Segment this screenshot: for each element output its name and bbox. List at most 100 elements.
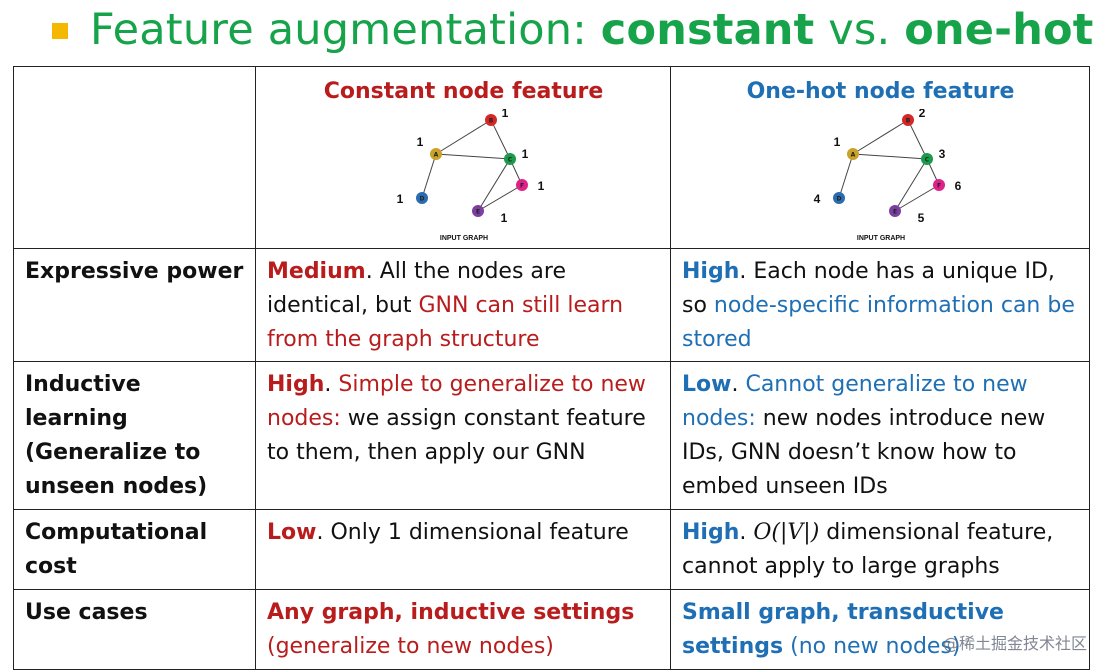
graph-edge (435, 119, 491, 155)
graph-node-letter: A (433, 152, 438, 159)
cell-text-segment: . (324, 372, 339, 397)
graph-node-letter: E (892, 209, 896, 216)
constant-cell: Medium. All the nodes are identical, but… (255, 248, 671, 362)
graph-edge (907, 119, 927, 160)
graph-edge (838, 153, 853, 199)
cell-text-segment: . Only 1 dimensional feature (316, 520, 629, 545)
graph-node (932, 179, 945, 191)
graph-node (415, 192, 428, 204)
graph-node-value-label: 5 (917, 211, 924, 225)
watermark: @稀土掘金技术社区 (942, 634, 1087, 653)
cell-text-segment: Small graph, transductive settings (682, 600, 1004, 659)
row-label: Inductive learning (Generalize to unseen… (13, 361, 256, 510)
bullet-square-icon (52, 23, 68, 39)
graph-node-value-label: 1 (833, 135, 840, 149)
graph-edge (490, 119, 510, 160)
empty-corner-cell (13, 66, 256, 249)
graph-node-letter: F (936, 183, 940, 190)
graph-node-letter: A (850, 152, 855, 159)
graph-node (920, 153, 933, 165)
graph-node (484, 114, 497, 126)
cell-text-segment: O(|V|) (753, 520, 820, 545)
graph-node (901, 114, 914, 126)
row-label: Expressive power (13, 248, 256, 362)
graph-node-letter: E (475, 209, 479, 216)
onehot-cell: Small graph, transductive settings (no n… (670, 589, 1090, 670)
cell-text-segment: (generalize to new nodes) (267, 634, 554, 659)
graph-node-value-label: 1 (521, 147, 528, 161)
graph-node-value-label: 1 (396, 192, 403, 206)
cell-text-segment: dimensional feature, cannot apply to lar… (682, 520, 1054, 579)
cell-text-segment: . (731, 372, 746, 397)
graph-node (503, 153, 516, 165)
graph-node (515, 179, 528, 191)
row-label: Computational cost (13, 509, 256, 590)
graph-edge (894, 158, 927, 212)
graph-node-letter: D (419, 196, 424, 203)
constant-header-title: Constant node feature (323, 79, 604, 104)
graph-node-value-label: 4 (813, 192, 820, 206)
graph-node (888, 205, 901, 217)
onehot-cell: Low. Cannot generalize to new nodes: new… (670, 361, 1090, 510)
cell-text-segment: (no new nodes) (790, 634, 961, 659)
cell-text-segment: High (267, 372, 325, 397)
graph-node (832, 192, 845, 204)
table-row: Inductive learning (Generalize to unseen… (13, 361, 1090, 510)
graph-edge (421, 153, 436, 199)
onehot-header-title: One-hot node feature (746, 79, 1015, 104)
graph-node-value-label: 2 (918, 109, 925, 120)
graph-caption: INPUT GRAPH (856, 235, 904, 242)
graph-node-letter: C (507, 157, 512, 164)
graph-node-value-label: 6 (954, 179, 961, 193)
graph-edge (477, 184, 522, 212)
constant-cell: High. Simple to generalize to new nodes:… (255, 361, 671, 510)
cell-text-segment: Cannot generalize to new nodes: (682, 372, 1028, 431)
graph-node (471, 205, 484, 217)
graph-node-letter: B (905, 118, 910, 125)
graph-node-value-label: 1 (416, 135, 423, 149)
graph-node-letter: D (836, 196, 841, 203)
table-row: Use cases Any graph, inductive settings … (13, 589, 1090, 670)
graph-edge (852, 119, 908, 155)
cell-text-segment: High (682, 259, 740, 284)
cell-text-segment: new nodes introduce new IDs, GNN doesn’t… (682, 406, 1046, 499)
onehot-cell: High. O(|V|) dimensional feature, cannot… (670, 509, 1090, 590)
graph-edge (435, 153, 510, 160)
graph-caption: INPUT GRAPH (439, 235, 487, 242)
constant-cell: Any graph, inductive settings (generaliz… (255, 589, 671, 670)
onehot-cell: High. Each node has a unique ID, so node… (670, 248, 1090, 362)
cell-text-segment: we assign constant feature to them, then… (267, 406, 646, 465)
cell-text-segment: GNN can still learn from the graph struc… (267, 293, 624, 352)
row-label: Use cases (13, 589, 256, 670)
graph-node (429, 148, 442, 160)
constant-cell: Low. Only 1 dimensional feature (255, 509, 671, 590)
table-row: Computational cost Low. Only 1 dimension… (13, 509, 1090, 590)
table-row: Expressive power Medium. All the nodes a… (13, 248, 1090, 362)
graph-node-value-label: 3 (938, 147, 945, 161)
graph-node-value-label: 1 (537, 179, 544, 193)
graph-node (846, 148, 859, 160)
title-text: Feature augmentation: constant vs. one-h… (90, 5, 1094, 55)
graph-node-letter: C (924, 157, 929, 164)
graph-node-value-label: 1 (501, 109, 508, 120)
graph-node-value-label: 1 (500, 211, 507, 225)
cell-text-segment: . All the nodes are identical, but (267, 259, 566, 318)
cell-text-segment: Simple to generalize to new nodes: (267, 372, 646, 431)
graph-node-letter: B (488, 118, 493, 125)
graph-edge (477, 158, 510, 212)
cell-text-segment: Medium (267, 259, 366, 284)
cell-text-segment: High (682, 520, 740, 545)
graph-node-letter: F (519, 183, 523, 190)
graph-edge (894, 184, 939, 212)
cell-text-segment: . Each node has a unique ID, so (682, 259, 1055, 318)
graph-edge (852, 153, 927, 160)
cell-text-segment: Low (682, 372, 732, 397)
cell-text-segment: . (739, 520, 754, 545)
cell-text-segment: Any graph, inductive settings (267, 600, 635, 625)
